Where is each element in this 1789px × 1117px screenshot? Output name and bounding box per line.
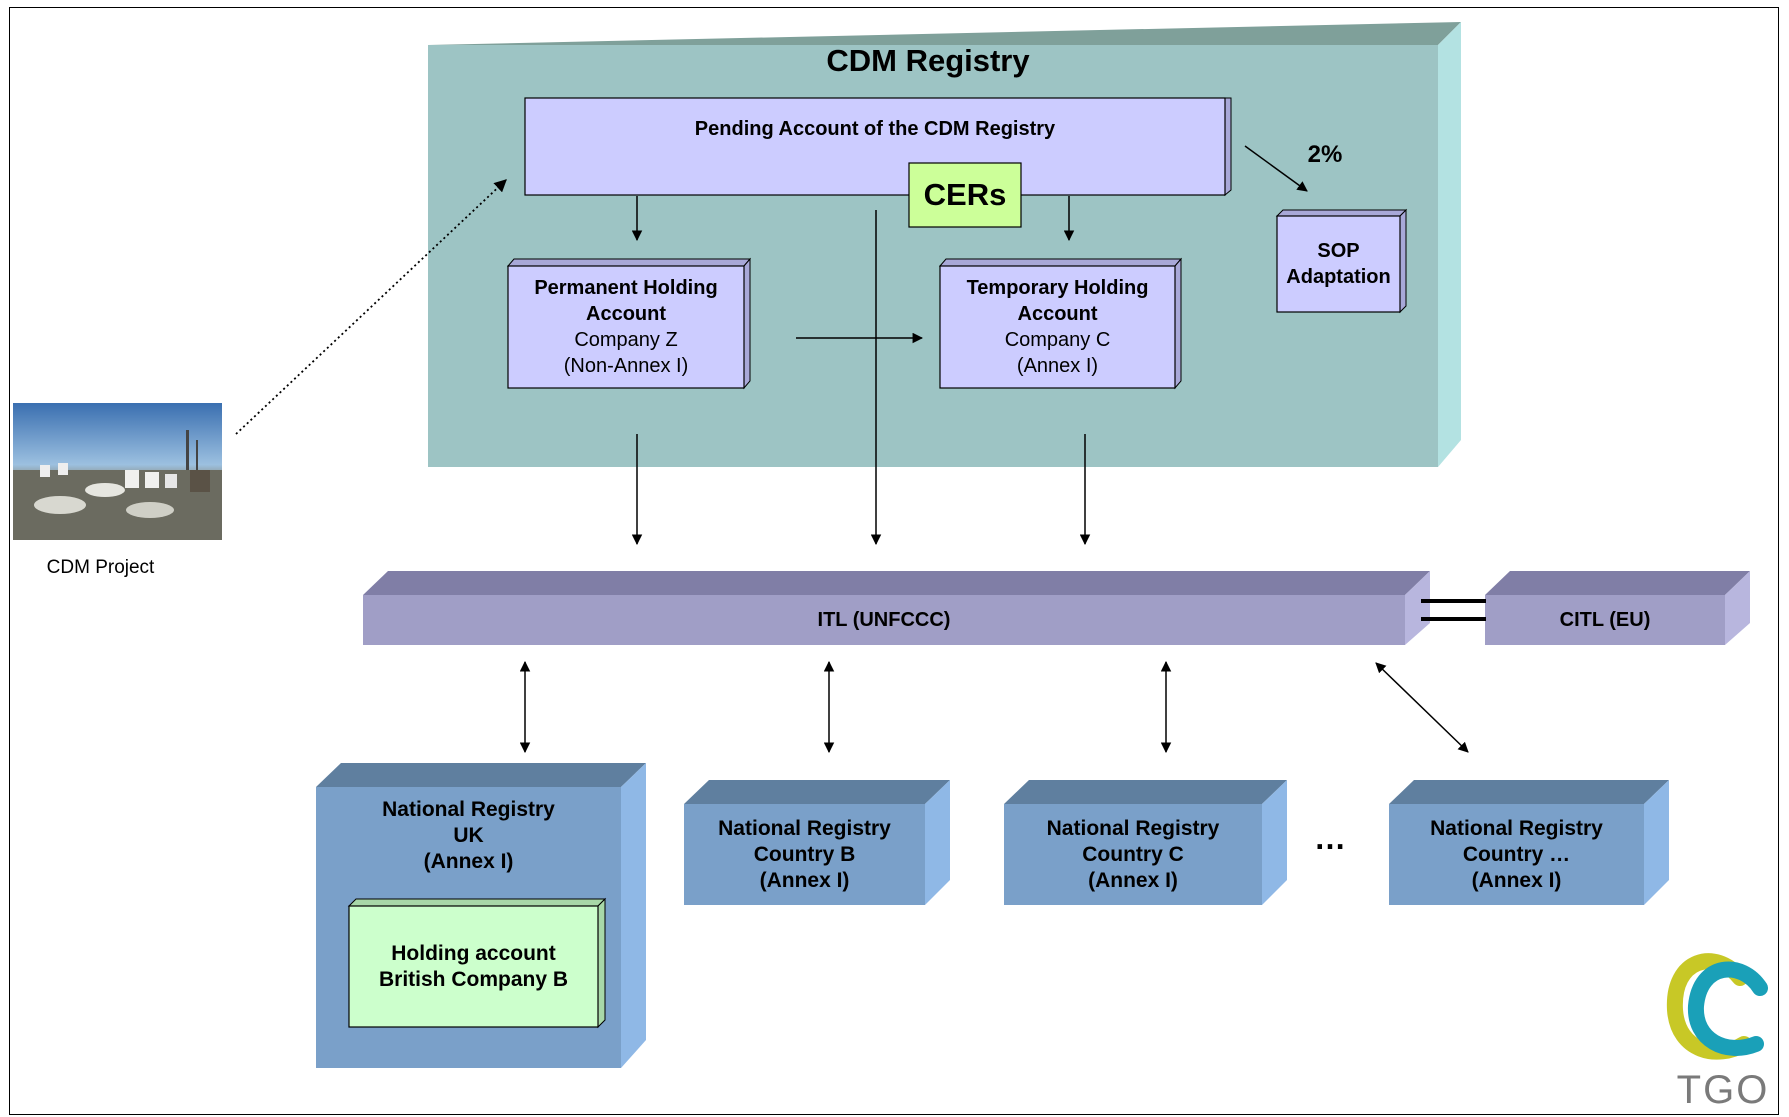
national-registry-other-label: National Registry Country … (Annex I) — [1389, 804, 1644, 905]
pending-account-box — [524, 97, 1232, 197]
national-b-line2: Country B — [753, 842, 856, 866]
holding-line2: British Company B — [378, 967, 569, 991]
permanent-account-box — [506, 257, 752, 390]
national-registry-uk-label: National Registry UK (Annex I) — [316, 796, 621, 876]
project-to-pending-arrow — [235, 179, 507, 435]
citl-bar — [1485, 571, 1750, 645]
national-c-line1: National Registry — [1046, 816, 1220, 840]
cdm-project-photo — [13, 403, 222, 540]
national-other-line3: (Annex I) — [1471, 868, 1562, 892]
national-uk-line3: (Annex I) — [423, 850, 514, 873]
permanent-line3: Company Z — [574, 329, 678, 351]
sop-line2: Adaptation — [1286, 266, 1391, 288]
citl-label: CITL (EU) — [1559, 608, 1651, 631]
cdm-project-caption: CDM Project — [46, 557, 155, 578]
temporary-account-label: Temporary Holding Account Company C (Ann… — [940, 266, 1175, 388]
temporary-account-box — [938, 257, 1183, 390]
permanent-line4: (Non-Annex I) — [563, 355, 689, 377]
holding-account-label: Holding account British Company B — [349, 906, 598, 1027]
national-registry-c-block — [1004, 780, 1287, 905]
sop-label: SOP Adaptation — [1277, 216, 1400, 312]
pending-to-sop-arrow — [1244, 145, 1308, 192]
national-c-line3: (Annex I) — [1088, 868, 1178, 892]
sop-line1: SOP — [1317, 240, 1360, 262]
itl-citl-link — [1421, 599, 1486, 621]
cers-box — [908, 162, 1022, 228]
national-registry-b-block — [684, 780, 950, 905]
permanent-line2: Account — [586, 303, 666, 325]
itl-country-other-arrow — [1375, 662, 1469, 753]
national-registry-other-block — [1389, 780, 1669, 905]
tgo-logo-text: TGO — [1676, 1067, 1770, 1112]
temporary-line1: Temporary Holding — [966, 277, 1149, 299]
national-other-line1: National Registry — [1430, 816, 1603, 840]
diagram-frame — [9, 7, 1779, 1115]
temporary-line3: Company C — [1004, 329, 1111, 351]
temporary-line2: Account — [1017, 303, 1098, 325]
tgo-logo — [1666, 953, 1768, 1060]
national-registry-b-label: National Registry Country B (Annex I) — [684, 804, 925, 905]
national-b-line3: (Annex I) — [759, 868, 850, 892]
national-other-line2: Country … — [1462, 842, 1571, 866]
permanent-line1: Permanent Holding — [534, 277, 718, 299]
itl-bar — [363, 571, 1430, 645]
national-b-line1: National Registry — [718, 816, 891, 840]
cers-label: CERs — [923, 177, 1007, 212]
holding-account-box — [347, 897, 607, 1029]
sop-box — [1275, 208, 1408, 314]
itl-label: ITL (UNFCCC) — [817, 608, 951, 631]
temporary-line4: (Annex I) — [1016, 355, 1099, 377]
national-c-line2: Country C — [1082, 842, 1184, 866]
national-uk-line2: UK — [453, 824, 484, 847]
national-uk-line1: National Registry — [382, 798, 555, 821]
permanent-account-label: Permanent Holding Account Company Z (Non… — [508, 266, 744, 388]
national-registry-c-label: National Registry Country C (Annex I) — [1004, 804, 1262, 905]
share-of-proceeds-label: 2% — [1307, 141, 1343, 168]
holding-line1: Holding account — [391, 941, 556, 965]
cdm-registry-title: CDM Registry — [826, 43, 1030, 78]
registry-ellipsis: … — [1314, 819, 1346, 856]
pending-account-label: Pending Account of the CDM Registry — [694, 117, 1056, 140]
